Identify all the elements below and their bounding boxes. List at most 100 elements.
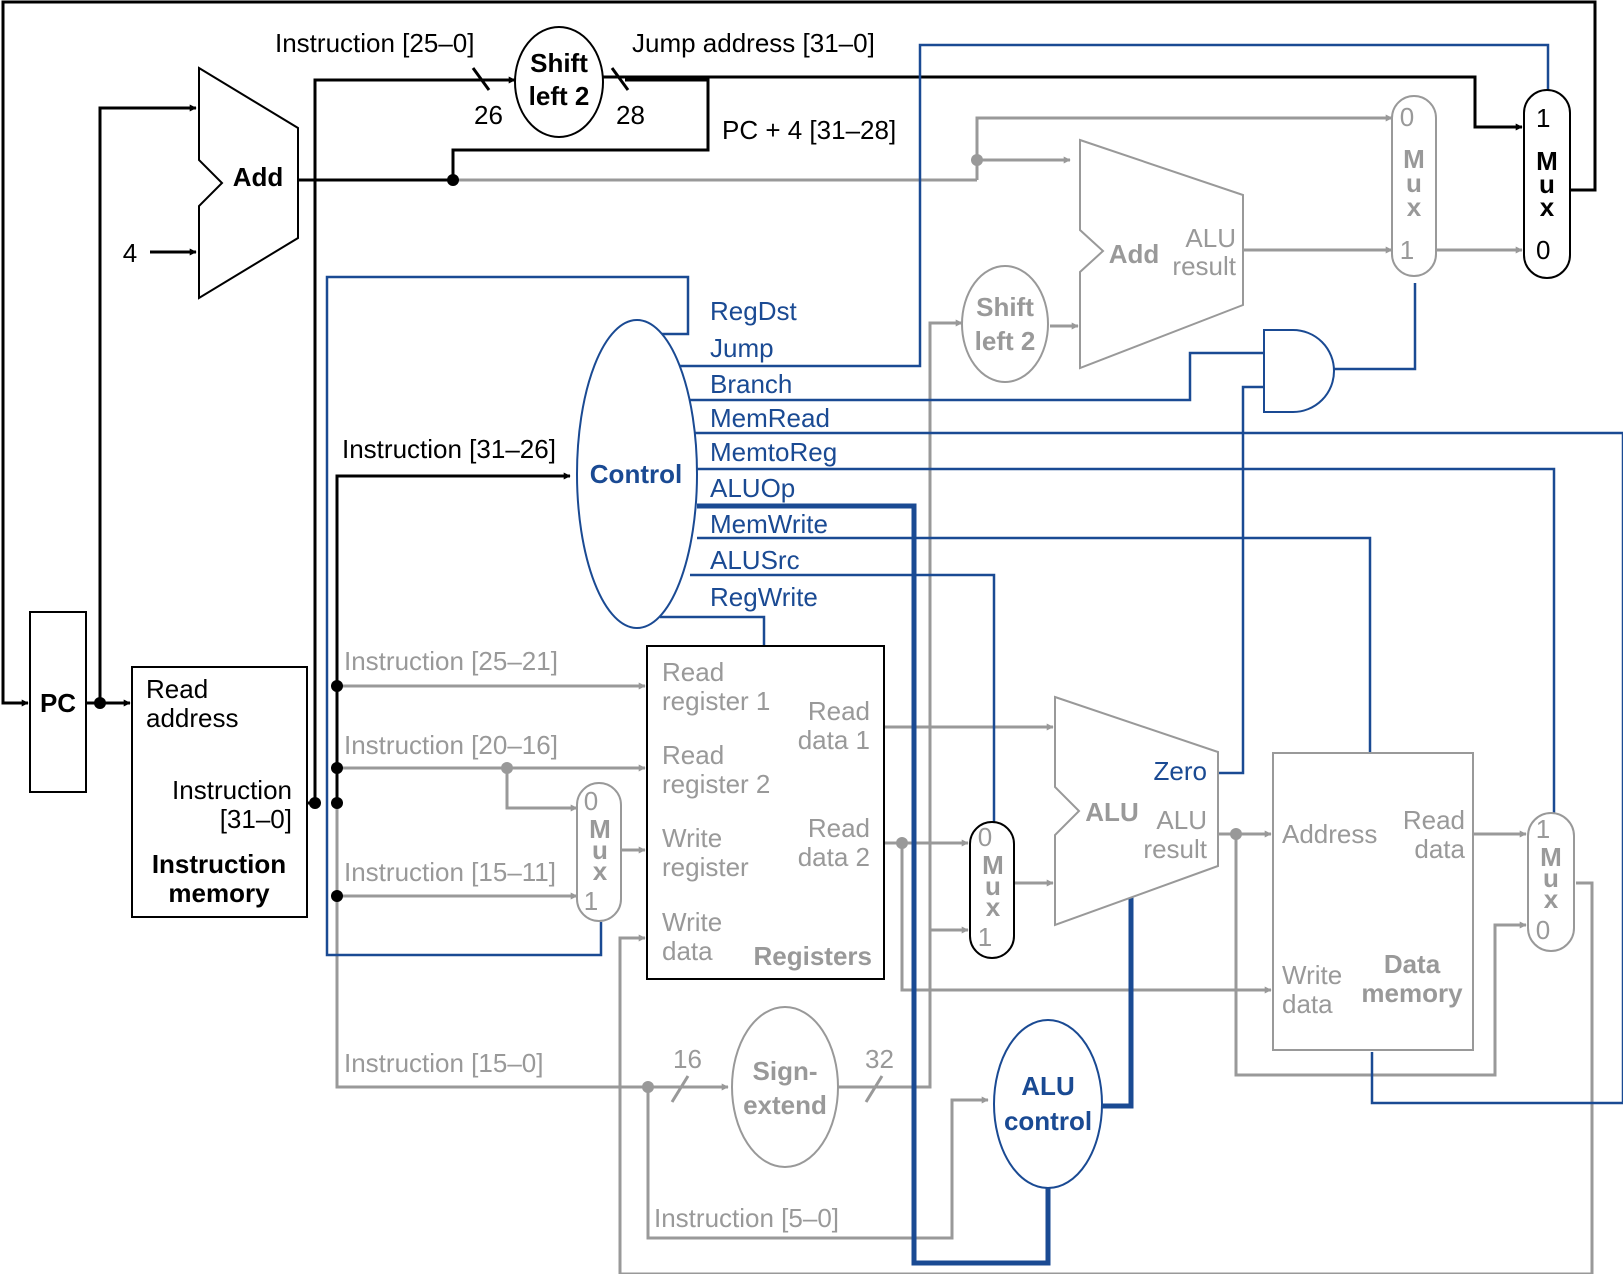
alu: ALU Zero ALU result	[1054, 695, 1219, 927]
reg-read-reg2-l2: register 2	[662, 769, 770, 799]
alu-result-l2: result	[1143, 834, 1207, 864]
shift-left-2-branch-l1: Shift	[976, 292, 1034, 322]
dmem-read-data-l2: data	[1414, 834, 1465, 864]
branch-adder-label: Add	[1109, 239, 1160, 269]
label-instr-25-21: Instruction [25–21]	[344, 646, 558, 676]
reg-read-reg2-l1: Read	[662, 740, 724, 770]
label-pc4-31-28: PC + 4 [31–28]	[722, 115, 896, 145]
branch-adder-alu-l2: result	[1172, 251, 1236, 281]
label-instr-15-11: Instruction [15–11]	[344, 857, 556, 887]
mux-branch-in-1: 1	[1400, 235, 1414, 265]
label-instr-20-16: Instruction [20–16]	[344, 730, 558, 760]
mux-jump-in-1: 1	[1536, 103, 1550, 133]
imem-title-l1: Instruction	[152, 849, 286, 879]
label-jump-address: Jump address [31–0]	[632, 28, 875, 58]
mux-memtoreg-in-1: 1	[1536, 814, 1550, 844]
reg-write-reg-l1: Write	[662, 823, 722, 853]
reg-read-data2-l2: data 2	[798, 842, 870, 872]
label-width-16: 16	[673, 1044, 702, 1074]
dmem-write-data-l1: Write	[1282, 960, 1342, 990]
reg-write-data-l1: Write	[662, 907, 722, 937]
mux-branch-letter-u: u	[1406, 168, 1422, 198]
reg-title: Registers	[754, 941, 873, 971]
label-width-28: 28	[616, 100, 645, 130]
reg-write-reg-l2: register	[662, 852, 749, 882]
mux-branch-letter-x: x	[1407, 192, 1422, 222]
reg-read-data1-l1: Read	[808, 696, 870, 726]
mux-alusrc: 0 M u x 1	[969, 821, 1015, 959]
label-instr-25-0: Instruction [25–0]	[275, 28, 474, 58]
alu-control: ALU control	[993, 1019, 1103, 1189]
sign-extend-l2: extend	[743, 1090, 827, 1120]
imem-read-address-l1: Read	[146, 674, 208, 704]
mux-regdst-letter-m: M	[589, 814, 611, 844]
mux-jump: 1 M u x 0	[1523, 89, 1571, 279]
alu-result-l1: ALU	[1156, 805, 1207, 835]
data-memory: Address Read data Write data Data memory	[1272, 752, 1474, 1051]
mux-alusrc-in-0: 0	[978, 822, 992, 852]
wire-labels: Instruction [25–0] Jump address [31–0] P…	[275, 28, 896, 1233]
dmem-address: Address	[1282, 819, 1377, 849]
control-signal-labels: RegDst Jump Branch MemRead MemtoReg ALUO…	[710, 296, 837, 612]
branch-adder: Add ALU result	[1079, 138, 1244, 370]
alu-control-l2: control	[1004, 1106, 1092, 1136]
mux-memtoreg-letter-x: x	[1544, 884, 1559, 914]
dmem-title-l2: memory	[1361, 978, 1463, 1008]
mux-regdst-in-1: 1	[584, 886, 598, 916]
register-file: Read register 1 Read register 2 Write re…	[646, 645, 885, 980]
pc-adder-label: Add	[233, 162, 284, 192]
reg-read-data1-l2: data 1	[798, 725, 870, 755]
shift-left-2-jump-l2: left 2	[529, 81, 590, 111]
branch-adder-alu-l1: ALU	[1185, 223, 1236, 253]
mux-memtoreg-in-0: 0	[1536, 915, 1550, 945]
mux-alusrc-in-1: 1	[978, 922, 992, 952]
signal-aluop: ALUOp	[710, 473, 795, 503]
sign-extend: Sign- extend	[731, 1006, 839, 1168]
mux-memtoreg-letter-m: M	[1540, 842, 1562, 872]
reg-read-reg1-l1: Read	[662, 657, 724, 687]
label-instr-15-0: Instruction [15–0]	[344, 1048, 543, 1078]
alu-label: ALU	[1085, 797, 1138, 827]
pc-register: PC	[29, 611, 87, 793]
mux-regdst-in-0: 0	[584, 786, 598, 816]
shift-left-2-branch-l2: left 2	[975, 326, 1036, 356]
signal-alusrc: ALUSrc	[710, 545, 800, 575]
label-instr-31-26: Instruction [31–26]	[342, 434, 556, 464]
signal-memwrite: MemWrite	[710, 509, 828, 539]
label-width-32: 32	[865, 1044, 894, 1074]
mux-alusrc-letter-m: M	[982, 850, 1004, 880]
mux-regdst-letter-x: x	[593, 856, 608, 886]
shift-left-2-branch: Shift left 2	[961, 265, 1049, 383]
branch-and-gate	[1263, 329, 1335, 413]
control-unit: Control	[576, 319, 698, 629]
label-width-26: 26	[474, 100, 503, 130]
gray-wires	[335, 114, 1594, 1274]
reg-read-reg1-l2: register 1	[662, 686, 770, 716]
mux-regdst-letter-u: u	[592, 835, 608, 865]
signal-memtoreg: MemtoReg	[710, 437, 837, 467]
imem-instruction-l1: Instruction	[172, 775, 292, 805]
imem-read-address-l2: address	[146, 703, 239, 733]
alu-zero-label: Zero	[1154, 756, 1207, 786]
reg-read-data2-l1: Read	[808, 813, 870, 843]
junction-dots	[94, 154, 1242, 1093]
instruction-memory: Read address Instruction [31–0] Instruct…	[131, 666, 308, 918]
shift-left-2-jump-l1: Shift	[530, 48, 588, 78]
mux-branch-letter-m: M	[1403, 144, 1425, 174]
blue-wires	[325, 43, 1623, 1266]
dmem-write-data-l2: data	[1282, 989, 1333, 1019]
label-instr-5-0: Instruction [5–0]	[654, 1203, 839, 1233]
sign-extend-l1: Sign-	[753, 1056, 818, 1086]
reg-write-data-l2: data	[662, 936, 713, 966]
mux-alusrc-letter-u: u	[985, 871, 1001, 901]
mux-regdst: 0 M u x 1	[576, 782, 622, 922]
signal-branch: Branch	[710, 369, 792, 399]
signal-regdst: RegDst	[710, 296, 797, 326]
mux-jump-letter-x: x	[1540, 192, 1555, 222]
dmem-read-data-l1: Read	[1403, 805, 1465, 835]
signal-jump: Jump	[710, 333, 774, 363]
pc-label: PC	[40, 688, 76, 718]
signal-memread: MemRead	[710, 403, 830, 433]
imem-title-l2: memory	[168, 878, 270, 908]
